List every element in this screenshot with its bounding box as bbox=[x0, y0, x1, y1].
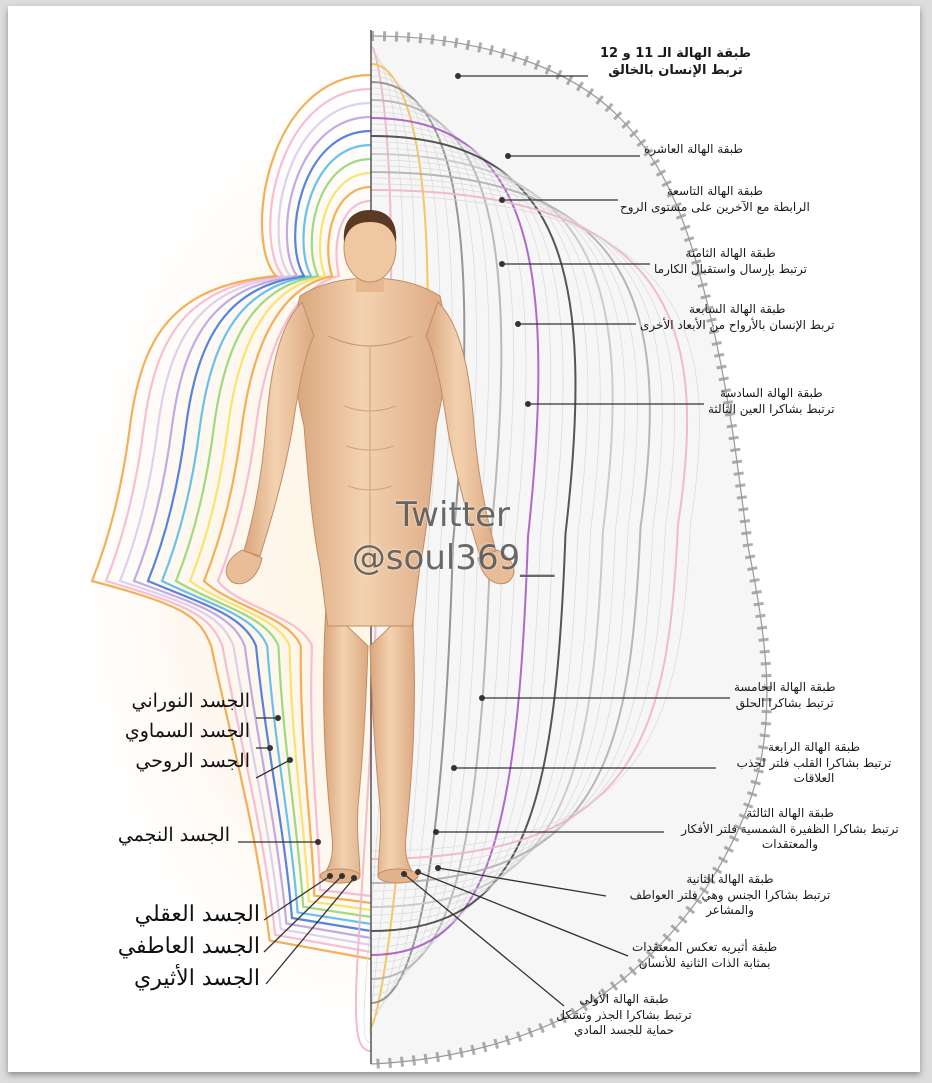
leader-dot bbox=[327, 873, 333, 879]
label-layer-4: طبقة الهالة الرابعة ترتبط بشاكرا القلب ف… bbox=[720, 740, 908, 787]
label-desc: بمثابة الذات الثانية للأنسان bbox=[632, 956, 777, 972]
aura-diagram-frame: Twitter @soul369__ طبقة الهالة الـ 11 و … bbox=[8, 6, 920, 1072]
label-title: طبقة الهالة الثانية bbox=[608, 872, 852, 888]
leader-dot bbox=[455, 73, 461, 79]
watermark: Twitter @soul369__ bbox=[338, 494, 568, 579]
label-layer-7: طبقة الهالة السابعة تربط الإنسان بالأروا… bbox=[640, 302, 834, 333]
label-desc: الرابطة مع الآخرين على مستوى الروح bbox=[620, 200, 810, 216]
leader-dot bbox=[499, 197, 505, 203]
leader-dot bbox=[433, 829, 439, 835]
label-title: طبقة الهالة الثالثة bbox=[668, 806, 912, 822]
label-desc: ترتبط بشاكرا الظفيرة الشمسية فلتر الأفكا… bbox=[668, 822, 912, 853]
label-etheric-layer: طبقة أثيريه تعكس المعتقدات بمثابة الذات … bbox=[632, 940, 777, 971]
leader-dot bbox=[339, 873, 345, 879]
leader-dot bbox=[479, 695, 485, 701]
label-title: طبقة الهالة الخامسة bbox=[734, 680, 836, 696]
label-desc: ترتبط بشاكرا الجذر وتشكل حماية للجسد الم… bbox=[554, 1008, 694, 1039]
leader-dot bbox=[499, 261, 505, 267]
leader-dot bbox=[435, 865, 441, 871]
leader-dot bbox=[275, 715, 281, 721]
label-spiritual-body: الجسد الروحي bbox=[135, 750, 250, 772]
label-layer-3: طبقة الهالة الثالثة ترتبط بشاكرا الظفيرة… bbox=[668, 806, 912, 853]
label-etheric-body: الجسد الأثيري bbox=[134, 966, 260, 991]
watermark-line-1: Twitter bbox=[338, 494, 568, 537]
label-title: طبقة أثيريه تعكس المعتقدات bbox=[632, 940, 777, 956]
label-layer-9: طبقة الهالة التاسعة الرابطة مع الآخرين ع… bbox=[620, 184, 810, 215]
label-layer-5: طبقة الهالة الخامسة ترتبط بشاكرا الحلق bbox=[734, 680, 836, 711]
leader-dot bbox=[451, 765, 457, 771]
label-desc: ترتبط بشاكرا العين الثالثة bbox=[708, 402, 835, 418]
label-layer-2: طبقة الهالة الثانية ترتبط بشاكرا الجنس و… bbox=[608, 872, 852, 919]
label-emotional-body: الجسد العاطفي bbox=[118, 934, 260, 959]
label-desc: ترتبط بشاكرا القلب فلتر لجذب العلاقات bbox=[720, 756, 908, 787]
leader-dot bbox=[401, 871, 407, 877]
label-title: طبقة الهالة التاسعة bbox=[620, 184, 810, 200]
label-light-body: الجسد النوراني bbox=[132, 690, 251, 712]
leader-dot bbox=[505, 153, 511, 159]
label-desc: ترتبط بشاكرا الجنس وهي فلتر العواطف والم… bbox=[608, 888, 852, 919]
label-layer-11-12: طبقة الهالة الـ 11 و 12 تربط الإنسان بال… bbox=[600, 46, 751, 80]
watermark-line-2: @soul369__ bbox=[338, 537, 568, 580]
label-title: طبقة الهالة السادسة bbox=[708, 386, 835, 402]
label-layer-8: طبقة الهالة الثامنة ترتبط بإرسال واستقبا… bbox=[654, 246, 807, 277]
label-title: طبقة الهالة الثامنة bbox=[654, 246, 807, 262]
label-title: طبقة الهالة الرابعة bbox=[720, 740, 908, 756]
label-mental-body: الجسد العقلي bbox=[135, 902, 260, 927]
label-title: طبقة الهالة الـ 11 و 12 bbox=[600, 46, 751, 63]
label-layer-1: طبقة الهالة الأولى ترتبط بشاكرا الجذر وت… bbox=[554, 992, 694, 1039]
leader-dot bbox=[515, 321, 521, 327]
label-astral-body: الجسد النجمي bbox=[118, 824, 230, 846]
label-title: طبقة الهالة السابعة bbox=[640, 302, 834, 318]
label-desc: ترتبط بإرسال واستقبال الكارما bbox=[654, 262, 807, 278]
label-celestial-body: الجسد السماوي bbox=[125, 720, 250, 742]
leader-dot bbox=[351, 875, 357, 881]
label-title: طبقة الهالة العاشرة bbox=[644, 142, 743, 158]
leader-dot bbox=[525, 401, 531, 407]
label-desc: ترتبط بشاكرا الحلق bbox=[734, 696, 836, 712]
leader-dot bbox=[415, 869, 421, 875]
label-layer-10: طبقة الهالة العاشرة bbox=[644, 142, 743, 158]
label-title: طبقة الهالة الأولى bbox=[554, 992, 694, 1008]
label-desc: تربط الإنسان بالخالق bbox=[600, 63, 751, 80]
leader-dot bbox=[315, 839, 321, 845]
leader-dot bbox=[267, 745, 273, 751]
leader-dot bbox=[287, 757, 293, 763]
label-layer-6: طبقة الهالة السادسة ترتبط بشاكرا العين ا… bbox=[708, 386, 835, 417]
label-desc: تربط الإنسان بالأرواح من الأبعاد الأخرى bbox=[640, 318, 834, 334]
